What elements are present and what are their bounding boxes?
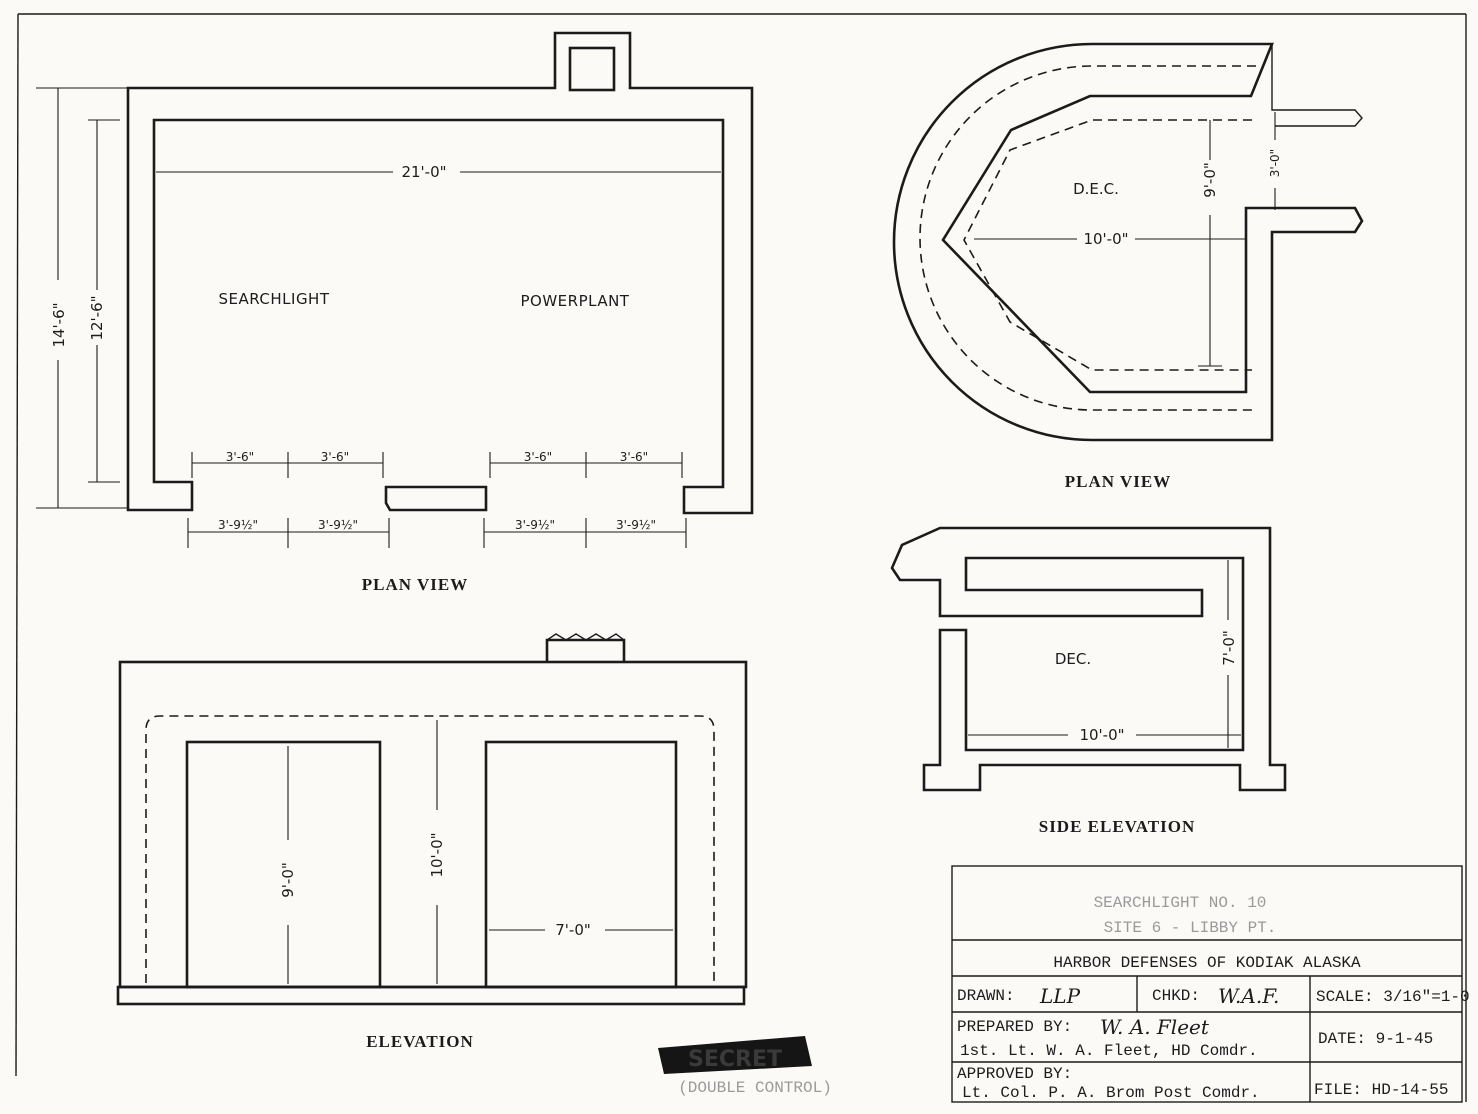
tb-prepared-signature: W. A. Fleet	[1100, 1015, 1210, 1039]
dim-inner-opening-3: 3'-6"	[524, 450, 552, 464]
plan-view-left-title: PLAN VIEW	[362, 575, 468, 594]
tb-title-line1: SEARCHLIGHT NO. 10	[1094, 894, 1267, 912]
room-label-dec-plan: D.E.C.	[1073, 180, 1119, 198]
dim-inner-opening-1: 3'-6"	[226, 450, 254, 464]
tb-approved-name: Lt. Col. P. A. Brom Post Comdr.	[962, 1084, 1260, 1102]
secret-stamp: SECRET	[658, 1036, 812, 1074]
stamp-text: SECRET	[688, 1047, 782, 1072]
tb-org: HARBOR DEFENSES OF KODIAK ALASKA	[1053, 954, 1361, 972]
elevation-title: ELEVATION	[366, 1032, 474, 1051]
dim-wall-height: 10'-0"	[428, 832, 446, 877]
sheet-border	[15, 13, 1467, 1102]
tb-date: DATE: 9-1-45	[1318, 1030, 1433, 1048]
dim-outer-opening-3: 3'-9½"	[515, 518, 555, 532]
tb-chkd-label: CHKD:	[1152, 987, 1200, 1005]
dim-width-inner: 21'-0"	[401, 163, 446, 181]
elevation: 9'-0" 10'-0" 7'-0" ELEVATION	[116, 633, 748, 1051]
tb-drawn-label: DRAWN:	[957, 987, 1015, 1005]
dim-inner-opening-4: 3'-6"	[620, 450, 648, 464]
dim-side-height: 7'-0"	[1220, 630, 1238, 666]
dim-dec-entry: 3'-0"	[1268, 149, 1282, 177]
dim-inner-opening-2: 3'-6"	[321, 450, 349, 464]
tb-title-line2: SITE 6 - LIBBY PT.	[1104, 919, 1277, 937]
dim-door-height: 9'-0"	[279, 862, 297, 898]
dim-outer-opening-1: 3'-9½"	[218, 518, 258, 532]
plan-view-right: D.E.C. 10'-0" 9'-0" 3'-0" PLAN VIEW	[892, 42, 1364, 491]
room-label-searchlight: SEARCHLIGHT	[218, 290, 329, 308]
tb-prepared-name: 1st. Lt. W. A. Fleet, HD Comdr.	[960, 1042, 1258, 1060]
dim-outer-opening-4: 3'-9½"	[616, 518, 656, 532]
dim-dec-width: 9'-0"	[1201, 162, 1219, 198]
side-elevation-title: SIDE ELEVATION	[1039, 817, 1196, 836]
tb-drawn-value: LLP	[1039, 984, 1081, 1008]
tb-file: FILE: HD-14-55	[1314, 1081, 1448, 1099]
tb-chkd-value: W.A.F.	[1218, 984, 1279, 1008]
footer-note: (DOUBLE CONTROL)	[678, 1079, 832, 1097]
room-label-dec-side: DEC.	[1055, 650, 1091, 668]
dim-height-outer: 14'-6"	[50, 302, 68, 347]
side-elevation: DEC. 7'-0" 10'-0" SIDE ELEVATION	[890, 526, 1287, 836]
plan-view-right-title: PLAN VIEW	[1065, 472, 1171, 491]
tb-prepared-label: PREPARED BY:	[957, 1018, 1072, 1036]
tb-approved-label: APPROVED BY:	[957, 1065, 1072, 1083]
dim-outer-opening-2: 3'-9½"	[318, 518, 358, 532]
tb-scale: SCALE: 3/16"=1-0	[1316, 988, 1470, 1006]
room-label-powerplant: POWERPLANT	[521, 292, 630, 310]
dim-door-width: 7'-0"	[555, 921, 591, 939]
dim-height-inner: 12'-6"	[88, 295, 106, 340]
title-block: SEARCHLIGHT NO. 10 SITE 6 - LIBBY PT. HA…	[951, 865, 1470, 1103]
plan-view-left: 21'-0" 14'-6" 12'-6" SEARCHLIGHT POWERPL…	[36, 31, 754, 594]
dim-side-length: 10'-0"	[1079, 726, 1124, 744]
dim-dec-length: 10'-0"	[1083, 230, 1128, 248]
